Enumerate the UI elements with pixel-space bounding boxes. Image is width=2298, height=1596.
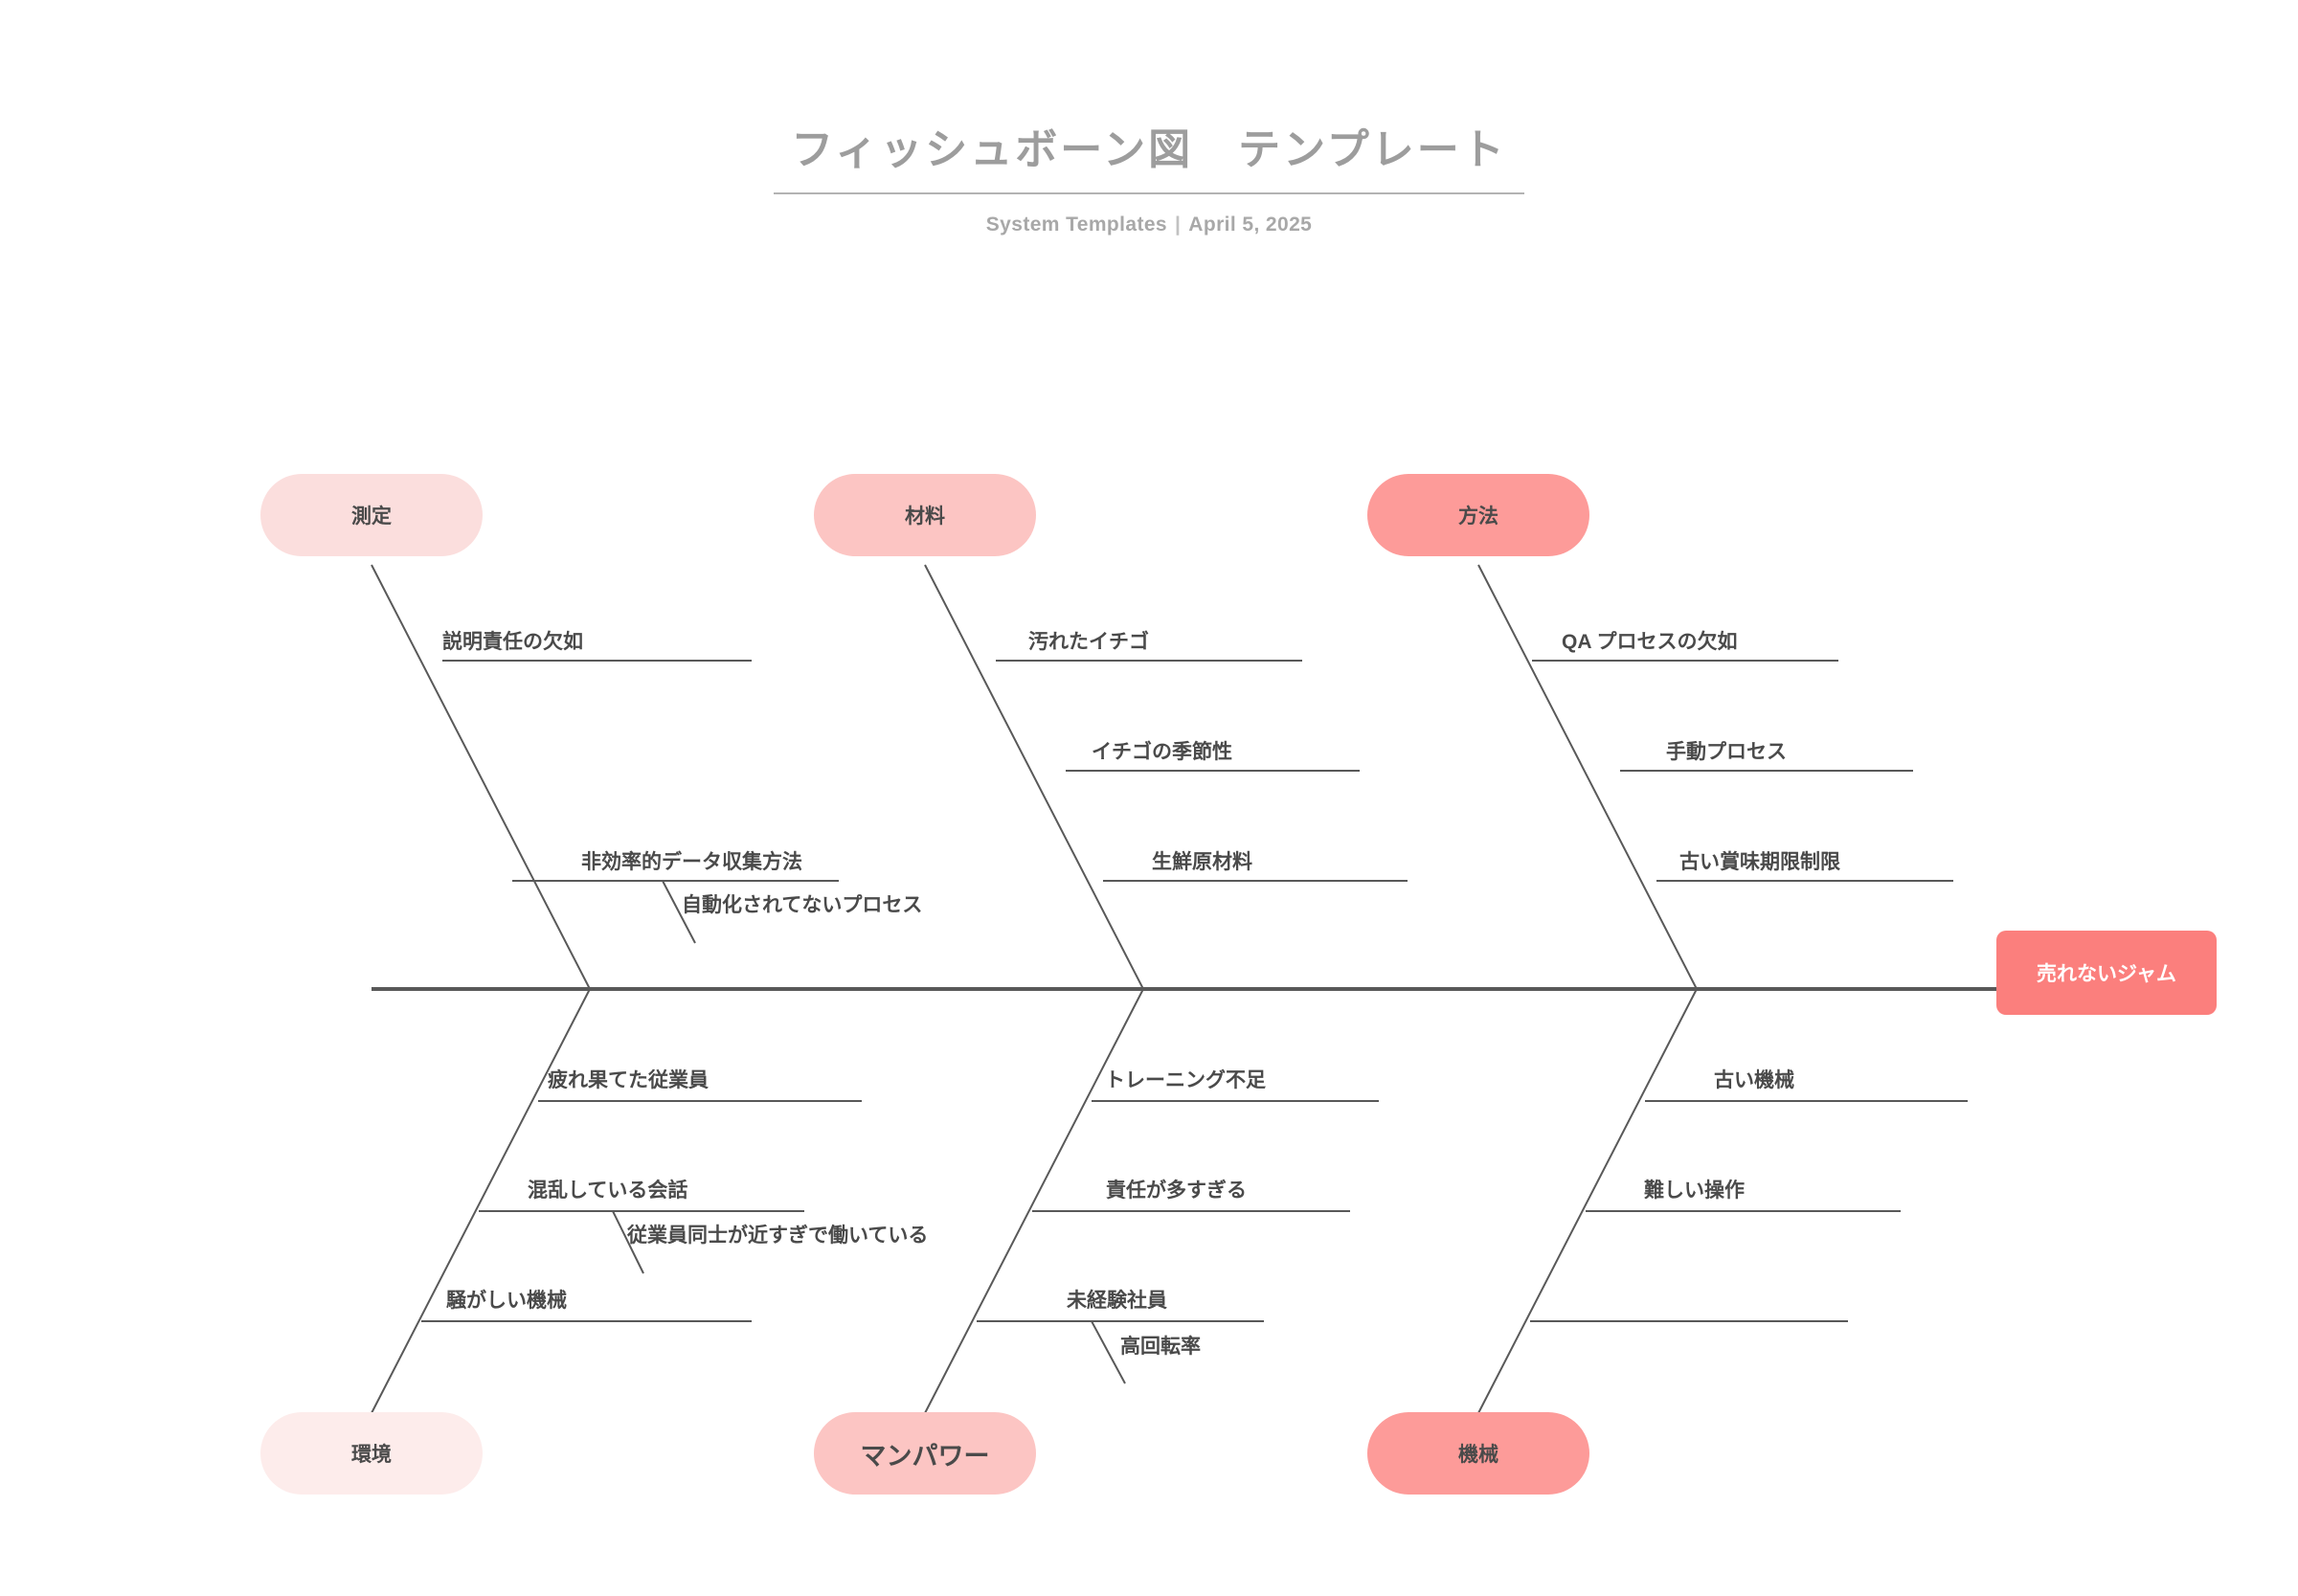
page-title: フィッシュボーン図 テンプレート <box>774 126 1524 194</box>
cause-label-material-2[interactable]: イチゴの季節性 <box>1092 741 1232 763</box>
category-box-method[interactable]: 方法 <box>1367 474 1589 556</box>
category-label-manpower: マンパワー <box>860 1441 990 1471</box>
category-label-method: 方法 <box>1458 506 1498 528</box>
category-box-measurement[interactable]: 測定 <box>260 474 483 556</box>
subtitle-date: April 5, 2025 <box>1188 213 1313 236</box>
category-label-machine: 機械 <box>1458 1444 1498 1466</box>
rib-material <box>924 564 1144 990</box>
cause-label-manpower-2[interactable]: 責任が多すぎる <box>1106 1180 1247 1202</box>
cause-label-method-2[interactable]: 手動プロセス <box>1666 741 1787 763</box>
category-box-material[interactable]: 材料 <box>814 474 1036 556</box>
cause-label-material-1[interactable]: 汚れたイチゴ <box>1028 631 1149 653</box>
subtitle-org: System Templates <box>985 213 1168 236</box>
subtitle-separator: | <box>1175 213 1182 236</box>
category-box-machine[interactable]: 機械 <box>1367 1412 1589 1495</box>
cause-label-environment-3[interactable]: 騒がしい機械 <box>446 1290 567 1312</box>
effect-label: 売れないジャム <box>2037 963 2176 985</box>
cause-label-machine-1[interactable]: 古い機械 <box>1714 1069 1794 1091</box>
sub-cause-label-measurement-3-1[interactable]: 自動化されてないプロセス <box>682 894 923 916</box>
cause-label-method-3[interactable]: 古い賞味期限制限 <box>1679 851 1840 873</box>
sub-cause-label-manpower-3-1[interactable]: 高回転率 <box>1120 1336 1201 1358</box>
cause-label-environment-1[interactable]: 疲れ果てた従業員 <box>548 1069 709 1091</box>
cause-label-machine-2[interactable]: 難しい操作 <box>1644 1180 1745 1202</box>
cause-label-method-1[interactable]: QA プロセスの欠如 <box>1562 631 1738 653</box>
category-label-measurement: 測定 <box>351 506 392 528</box>
category-label-environment: 環境 <box>351 1444 392 1466</box>
sub-cause-label-environment-2-1[interactable]: 従業員同士が近すぎで働いている <box>627 1225 929 1247</box>
cause-label-manpower-3[interactable]: 未経験社員 <box>1067 1290 1167 1312</box>
cause-label-material-3[interactable]: 生鮮原材料 <box>1152 851 1252 873</box>
category-label-material: 材料 <box>905 506 945 528</box>
document-subtitle: System Templates | April 5, 2025 <box>0 214 2298 236</box>
effect-box[interactable]: 売れないジャム <box>1996 931 2217 1015</box>
rib-method <box>1477 564 1698 990</box>
document-header: フィッシュボーン図 テンプレート System Templates | April … <box>0 126 2298 236</box>
cause-label-measurement-3[interactable]: 非効率的データ収集方法 <box>581 851 802 873</box>
cause-label-environment-2[interactable]: 混乱している会話 <box>528 1180 688 1202</box>
category-box-environment[interactable]: 環境 <box>260 1412 483 1495</box>
cause-label-measurement-1[interactable]: 説明責任の欠如 <box>442 631 583 653</box>
category-box-manpower[interactable]: マンパワー <box>814 1412 1036 1495</box>
rib-measurement <box>371 564 591 990</box>
cause-label-manpower-1[interactable]: トレーニング不足 <box>1105 1069 1266 1091</box>
